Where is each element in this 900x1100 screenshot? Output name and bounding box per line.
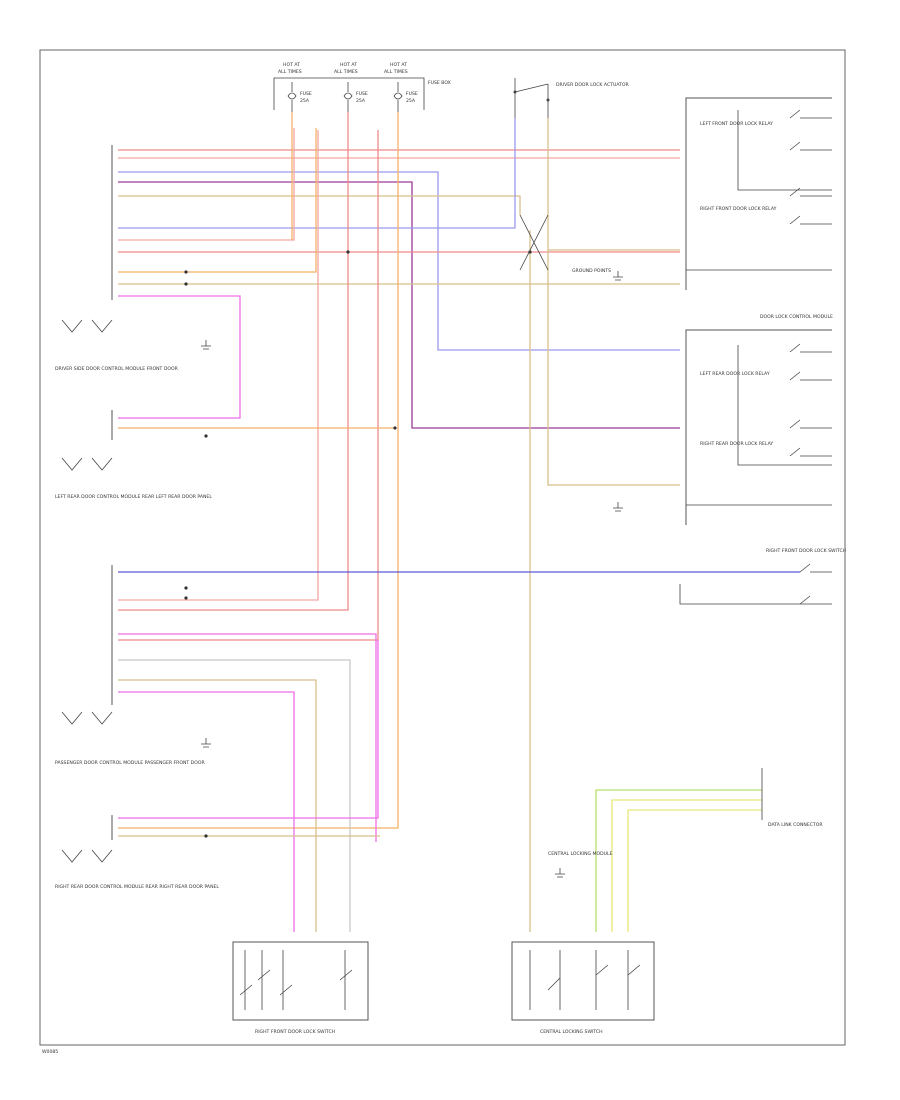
wire-yellow-1 [611, 799, 762, 932]
ground-points-label: GROUND POINTS [572, 268, 611, 274]
fuse-3-label: FUSE [406, 91, 418, 97]
driver-door-lock-actuator: DRIVER DOOR LOCK ACTUATOR [513, 78, 630, 118]
lock-relay-3-label: LEFT REAR DOOR LOCK RELAY [700, 371, 770, 377]
relay-box-lower: LEFT REAR DOOR LOCK RELAY RIGHT REAR DOO… [685, 314, 833, 525]
diagram-frame [39, 49, 846, 1046]
left-rear-door-module: LEFT REAR DOOR CONTROL MODULE REAR LEFT … [55, 457, 212, 500]
wire-tan-3 [118, 679, 317, 932]
footer-code: W0085 [42, 1049, 58, 1055]
fuse-box-3-line2: ALL TIMES [384, 69, 408, 75]
lock-relay-2-label: RIGHT FRONT DOOR LOCK RELAY [700, 206, 777, 212]
wire-fuse-3-feed-b [118, 130, 379, 641]
fuse-box-2-line1: HOT AT [340, 62, 357, 68]
wire-blue-3 [118, 118, 516, 229]
central-locking-switch-label: CENTRAL LOCKING SWITCH [540, 1029, 603, 1035]
right-front-door-lock-switch-box: RIGHT FRONT DOOR LOCK SWITCH [232, 941, 369, 1035]
driver-door-lock-actuator-label: DRIVER DOOR LOCK ACTUATOR [556, 82, 630, 88]
data-link-label: DATA LINK CONNECTOR [768, 822, 823, 828]
wire-yellow-2 [627, 809, 762, 932]
ground-symbols: GROUND POINTS CENTRAL LOCKING MODULE [201, 268, 623, 878]
fuse-1-label: FUSE [300, 91, 312, 97]
wire-tan-1 [118, 195, 521, 215]
wire-fuse-2-feed-b [118, 130, 319, 601]
door-lock-control-module-label: DOOR LOCK CONTROL MODULE [760, 314, 833, 320]
fuse-2-sub: 25A [356, 98, 366, 104]
passenger-door-module: PASSENGER DOOR CONTROL MODULE PASSENGER … [55, 711, 205, 766]
fuse-3: FUSE 25A [393, 82, 418, 112]
wire-pink-4 [118, 640, 379, 819]
driver-door-module: DRIVER SIDE DOOR CONTROL MODULE FRONT DO… [55, 319, 179, 372]
fuse-block: HOT AT ALL TIMES HOT AT ALL TIMES HOT AT… [273, 62, 451, 112]
driver-door-label: DRIVER SIDE DOOR CONTROL MODULE FRONT DO… [55, 366, 179, 372]
fuse-2: FUSE 25A [343, 82, 368, 112]
fuse-1: FUSE 25A [287, 82, 312, 112]
wire-red-2 [118, 128, 295, 241]
wire-green-yellow [595, 789, 762, 932]
right-front-door-switch-label: RIGHT FRONT DOOR LOCK SWITCH [255, 1029, 335, 1035]
wire-gray-1 [118, 659, 351, 932]
wire-blue-2 [118, 181, 680, 429]
right-front-lock-switch-label: RIGHT FRONT DOOR LOCK SWITCH [766, 548, 846, 554]
left-rear-door-label: LEFT REAR DOOR CONTROL MODULE REAR LEFT … [55, 494, 212, 500]
central-lock-module-label: CENTRAL LOCKING MODULE [548, 851, 613, 857]
fuse-3-sub: 25A [406, 98, 416, 104]
wire-crossing [519, 214, 549, 271]
fuse-box-2-line2: ALL TIMES [334, 69, 358, 75]
right-front-switch-bracket [679, 584, 832, 605]
wire-blue-1 [118, 171, 680, 351]
right-rear-door-label: RIGHT REAR DOOR CONTROL MODULE REAR RIGH… [55, 884, 219, 890]
relay-box-upper: LEFT FRONT DOOR LOCK RELAY RIGHT FRONT D… [685, 97, 832, 290]
fuse-box-label: FUSE BOX [428, 80, 451, 86]
central-locking-switch-box: CENTRAL LOCKING SWITCH [511, 941, 655, 1035]
junction-dots [184, 250, 532, 838]
lock-relay-1-label: LEFT FRONT DOOR LOCK RELAY [700, 121, 773, 127]
fuse-1-sub: 25A [300, 98, 310, 104]
wire-pink-2 [118, 633, 377, 842]
right-rear-door-module: RIGHT REAR DOOR CONTROL MODULE REAR RIGH… [55, 849, 219, 890]
wire-orange-1 [118, 128, 317, 273]
wire-fuse-3-feed-a [118, 112, 399, 829]
lock-relay-4-label: RIGHT REAR DOOR LOCK RELAY [700, 441, 773, 447]
fuse-box-1-line1: HOT AT [283, 62, 300, 68]
wire-pink-3 [118, 691, 295, 932]
wire-fuse-2-feed-a [118, 112, 349, 611]
passenger-door-label: PASSENGER DOOR CONTROL MODULE PASSENGER … [55, 760, 205, 766]
wire-pink-1 [118, 295, 241, 419]
fuse-box-3-line1: HOT AT [390, 62, 407, 68]
fuse-2-label: FUSE [356, 91, 368, 97]
fuse-box-1-line2: ALL TIMES [278, 69, 302, 75]
wire-central-tan-2 [547, 118, 680, 486]
